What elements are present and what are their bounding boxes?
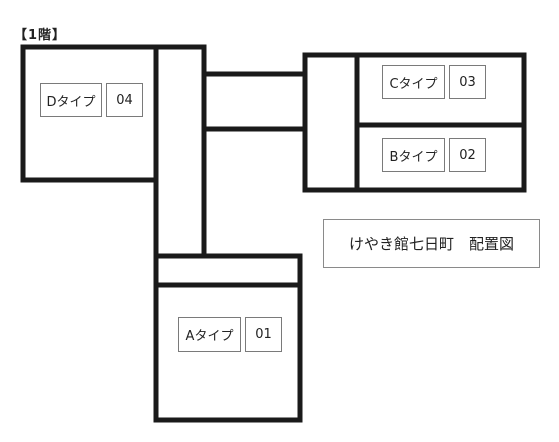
- unit-c-number: 03: [449, 65, 486, 99]
- plan-title: けやき館七日町 配置図: [323, 219, 540, 268]
- floor-label: 【1階】: [14, 28, 67, 43]
- unit-b-type-label: Bタイプ: [382, 138, 445, 172]
- corridor-vertical: [153, 44, 207, 259]
- unit-a-number: 01: [245, 317, 282, 352]
- unit-a-type-label: Aタイプ: [178, 317, 241, 352]
- unit-b-number: 02: [449, 138, 486, 172]
- corridor-horizontal: [201, 71, 308, 132]
- unit-d-type-label: Dタイプ: [40, 83, 102, 117]
- unit-d-number: 04: [106, 83, 143, 117]
- block-bottom: [153, 253, 303, 423]
- unit-c-type-label: Cタイプ: [382, 65, 445, 99]
